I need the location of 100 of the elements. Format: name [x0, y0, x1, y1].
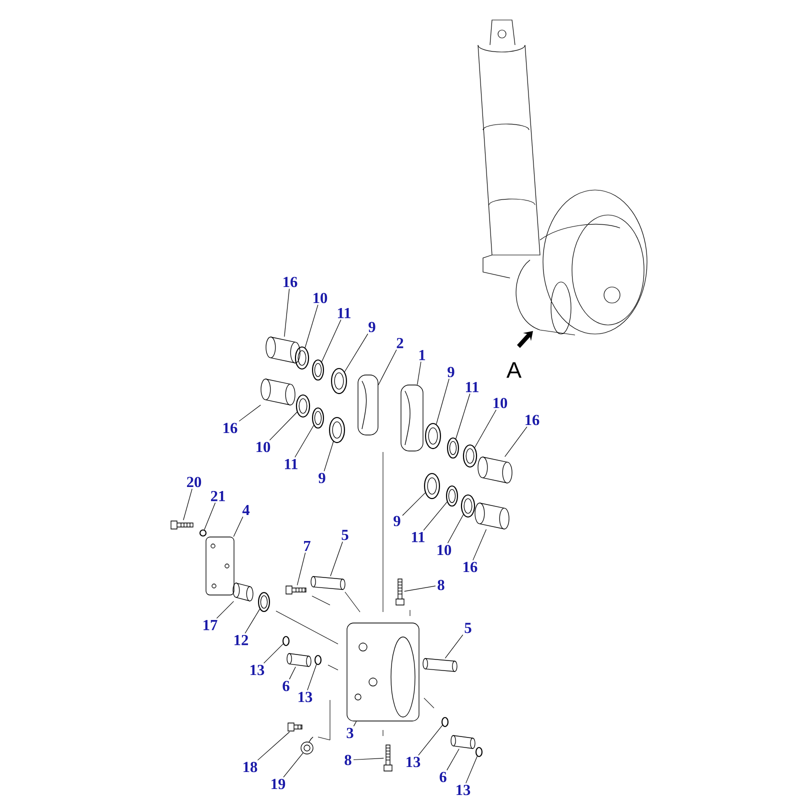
callout-number: 9 [368, 322, 376, 332]
callout-number: 12 [234, 634, 248, 646]
ring-part [331, 368, 347, 394]
ring-part [294, 346, 310, 370]
ring-part [282, 636, 290, 646]
leader-line [283, 752, 304, 778]
ring-part [446, 485, 458, 507]
callout-number: 13 [250, 664, 264, 676]
ring-part [462, 444, 478, 468]
leader-line [456, 393, 470, 440]
callout-number: 9 [394, 516, 400, 526]
callout-number: 19 [272, 778, 286, 790]
leader-line [269, 412, 298, 440]
cylinder-part [478, 456, 512, 484]
ring-part [314, 654, 322, 666]
cylinder-part [232, 582, 254, 602]
leader-line [307, 664, 317, 690]
callout-number: 16 [464, 562, 478, 572]
callout-number: 6 [282, 680, 290, 692]
cylinder-part [266, 336, 300, 364]
leader-line [264, 644, 284, 664]
callout-number: 13 [406, 756, 420, 768]
callout-number: 2 [396, 338, 404, 348]
leader-line [447, 514, 464, 544]
callout-number: 20 [186, 476, 202, 488]
ring-part [441, 716, 449, 728]
part-drawing [396, 578, 404, 606]
plate-part [206, 536, 234, 596]
leader-line [417, 361, 422, 385]
leader-line [378, 349, 397, 386]
leader-line [353, 721, 357, 726]
ring-part [312, 359, 324, 381]
part-drawing [286, 586, 306, 594]
leader-line [444, 634, 464, 658]
part-drawing [384, 744, 392, 772]
ring-part [425, 422, 441, 450]
ring-part [296, 394, 310, 418]
callout-number: 18 [244, 762, 258, 772]
ring-part [258, 592, 270, 612]
leader-line [257, 732, 290, 760]
leader-line [304, 304, 318, 348]
ring-part [199, 529, 207, 537]
leader-line [244, 608, 260, 634]
callout-number: 17 [204, 620, 218, 630]
callout-number: 11 [466, 382, 478, 392]
part-drawing [300, 736, 314, 754]
callout-number: 11 [285, 458, 298, 470]
callout-number: 9 [448, 366, 454, 378]
ring-part [329, 416, 345, 444]
callout-number: 10 [314, 292, 328, 304]
leader-line [466, 756, 478, 784]
callout-number: 11 [412, 532, 424, 542]
view-label: A [506, 362, 522, 378]
callout-number: 11 [338, 308, 350, 318]
callout-number: 10 [494, 398, 508, 408]
callout-number: 1 [419, 350, 426, 360]
leader-line [216, 601, 234, 619]
leader-line [474, 410, 496, 448]
leader-line [294, 425, 314, 458]
cylinder-part [422, 658, 458, 672]
callout-number: 5 [342, 530, 348, 540]
callout-number: 3 [346, 728, 354, 738]
ring-part [460, 494, 476, 518]
callout-number: 13 [456, 784, 470, 796]
ring-part [475, 746, 483, 758]
callout-number: 13 [298, 692, 312, 702]
leader-line [284, 288, 290, 337]
callout-number: 8 [344, 754, 352, 766]
leader-line [436, 378, 450, 424]
leader-line [238, 404, 261, 422]
callout-number: 5 [464, 622, 472, 634]
leader-line [233, 516, 244, 537]
leader-line [289, 666, 296, 680]
cylinder-part [286, 653, 312, 667]
leader-line [296, 552, 306, 586]
part-drawing [170, 520, 194, 530]
leader-line [324, 441, 334, 472]
callout-number: 10 [438, 544, 452, 556]
leader-line [204, 502, 216, 530]
callout-number: 9 [318, 472, 326, 484]
leader-line [418, 725, 443, 756]
callout-number: 10 [256, 442, 270, 452]
part-drawing [400, 384, 424, 452]
ring-part [447, 437, 459, 459]
leader-line [423, 502, 448, 531]
cylinder-part [450, 735, 476, 749]
ring-part [424, 472, 440, 500]
callout-number: 16 [224, 422, 238, 434]
callout-number: 16 [284, 276, 298, 288]
leader-line [321, 319, 342, 362]
callout-number: 16 [526, 414, 540, 426]
callout-number: 21 [210, 490, 225, 502]
callout-number: 6 [440, 772, 446, 782]
leader-line [183, 488, 192, 520]
leader-line [330, 541, 343, 576]
ring-part [312, 407, 324, 429]
leader-line [472, 529, 487, 560]
part-drawing [288, 722, 302, 732]
cylinder-part [260, 378, 296, 406]
leader-line [404, 586, 436, 592]
